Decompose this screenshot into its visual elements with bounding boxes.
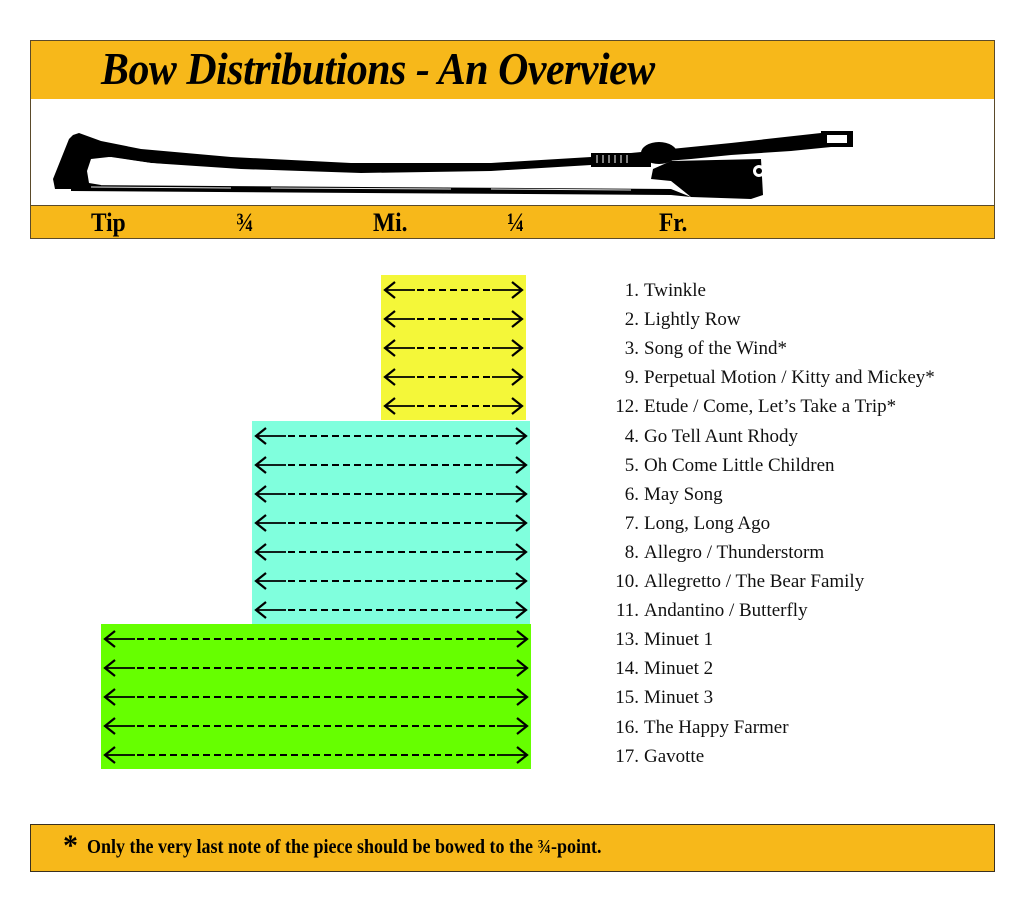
double-arrow-icon [381,333,526,362]
piece-number: 11. [615,600,639,622]
piece-number: 16. [615,716,639,738]
asterisk-icon: * [63,829,78,862]
piece-title: Gavotte [644,745,705,767]
list-item: 1.Twinkle [596,278,706,307]
list-item: 15.Minuet 3 [596,685,713,714]
piece-number: 1. [624,280,639,301]
block-whole-bow [101,624,531,769]
double-arrow-icon [101,682,531,711]
list-item: 16.The Happy Farmer [596,715,789,744]
bow-illustration-panel [30,99,995,205]
list-item: 14.Minuet 2 [596,656,713,685]
double-arrow-icon [101,711,531,740]
list-item: 6.May Song [596,482,723,511]
piece-number: 4. [624,425,639,447]
double-arrow-icon [252,537,530,566]
label-one-quarter: ¼ [507,208,525,237]
piece-title: Perpetual Motion / Kitty and Mickey* [644,367,935,389]
piece-title: May Song [644,483,723,505]
piece-number: 17. [615,745,639,767]
piece-title: Allegro / Thunderstorm [644,541,825,563]
label-frog: Fr. [659,208,688,237]
piece-number: 10. [615,571,639,592]
piece-title: Song of the Wind* [644,338,787,360]
list-item: 4.Go Tell Aunt Rhody [596,424,798,453]
double-arrow-icon [101,624,531,653]
list-item: 3.Song of the Wind* [596,336,787,365]
double-arrow-icon [381,304,526,333]
piece-number: 14. [615,658,639,680]
piece-number: 7. [624,512,639,534]
footnote-text: Only the very last note of the piece sho… [87,836,602,858]
list-item: 5.Oh Come Little Children [596,453,835,482]
piece-title: Minuet 3 [644,687,714,709]
double-arrow-icon [252,595,530,624]
piece-number: 3. [624,338,639,360]
label-three-quarter: ¾ [236,208,254,237]
footnote-bar: * Only the very last note of the piece s… [30,824,995,872]
piece-title: Twinkle [644,280,706,301]
double-arrow-icon [252,479,530,508]
list-item: 10.Allegretto / The Bear Family [596,569,864,598]
double-arrow-icon [381,391,526,420]
double-arrow-icon [252,566,530,595]
label-middle: Mi. [373,208,408,237]
title-bar: Bow Distributions - An Overview [30,40,995,100]
piece-title: Minuet 2 [644,658,714,680]
double-arrow-icon [381,275,526,304]
bow-position-labels: Tip ¾ Mi. ¼ Fr. [30,205,995,239]
label-tip: Tip [91,208,126,237]
piece-number: 9. [624,367,639,389]
list-item: 7.Long, Long Ago [596,511,770,540]
list-item: 17.Gavotte [596,744,704,773]
piece-title: Oh Come Little Children [644,454,835,476]
piece-title: Go Tell Aunt Rhody [644,425,799,447]
piece-number: 6. [624,483,639,505]
piece-number: 13. [615,629,639,651]
list-item: 2.Lightly Row [596,307,741,336]
block-upper-three-quarters [252,421,530,624]
piece-title: The Happy Farmer [644,716,789,738]
double-arrow-icon [252,450,530,479]
list-item: 11.Andantino / Butterfly [596,598,808,627]
list-item: 13.Minuet 1 [596,627,713,656]
list-item: 12.Etude / Come, Let’s Take a Trip* [596,394,896,423]
double-arrow-icon [252,421,530,450]
block-upper-half [381,275,526,420]
violin-bow-icon [53,131,853,199]
list-item: 8.Allegro / Thunderstorm [596,540,824,569]
list-item: 9.Perpetual Motion / Kitty and Mickey* [596,365,935,394]
piece-title: Etude / Come, Let’s Take a Trip* [644,396,897,418]
piece-number: 5. [624,454,639,476]
double-arrow-icon [381,362,526,391]
piece-title: Allegretto / The Bear Family [644,571,865,592]
piece-title: Lightly Row [644,309,741,331]
double-arrow-icon [252,508,530,537]
page-title: Bow Distributions - An Overview [101,44,655,94]
double-arrow-icon [101,740,531,769]
piece-number: 8. [624,541,639,563]
piece-number: 2. [624,309,639,331]
piece-number: 12. [615,396,639,418]
piece-title: Minuet 1 [644,629,714,651]
piece-title: Andantino / Butterfly [644,600,808,622]
piece-number: 15. [615,687,639,709]
double-arrow-icon [101,653,531,682]
piece-title: Long, Long Ago [644,512,771,534]
